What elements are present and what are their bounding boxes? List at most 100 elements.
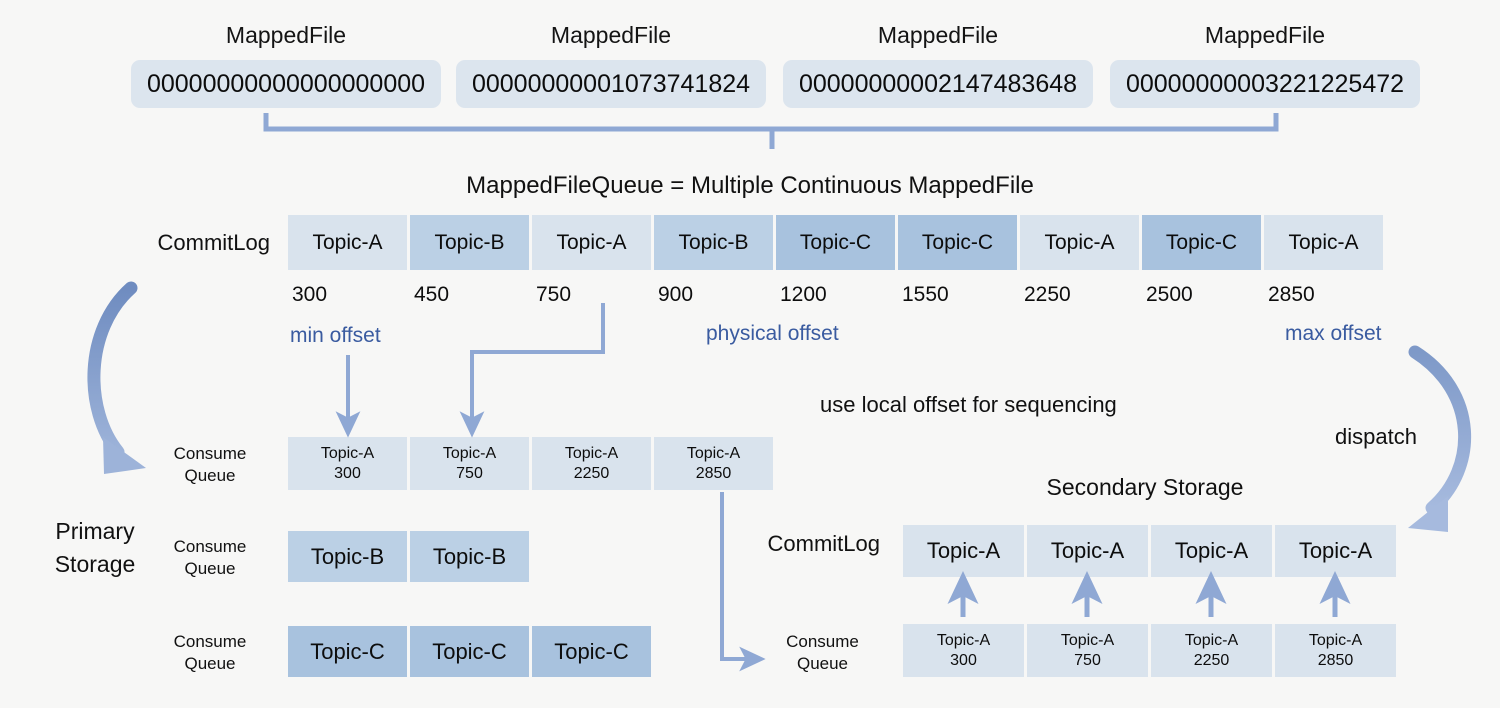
cq-offset: 750: [456, 464, 483, 482]
consume-queue-strip-0: Topic-A 300 Topic-A 750 Topic-A 2250 Top…: [288, 437, 773, 490]
commitlog-cell-6[interactable]: Topic-A: [1020, 215, 1139, 270]
max-offset-label: max offset: [1285, 322, 1382, 345]
cell-separator: [1024, 525, 1027, 577]
offset-value-8: 2850: [1268, 283, 1315, 306]
secondary-commitlog-strip: Topic-A Topic-A Topic-A Topic-A: [903, 525, 1396, 577]
consume-queue-cell-2-0[interactable]: Topic-C: [288, 626, 407, 677]
primary-storage-line2: Storage: [54, 551, 136, 578]
consume-queue-cell-0-2[interactable]: Topic-A 2250: [532, 437, 651, 490]
mappedfile-box-3[interactable]: 00000000003221225472: [1110, 60, 1420, 108]
cq-topic: Topic-A: [320, 445, 375, 463]
consume-queue-label-2: Consume Queue: [150, 631, 270, 675]
secondary-commitlog-label: CommitLog: [767, 531, 880, 556]
consume-queue-to-secondary-arrow: [720, 492, 766, 672]
secondary-consume-label-line2: Queue: [796, 653, 849, 673]
commitlog-row-label: CommitLog: [157, 230, 270, 255]
cell-separator: [1272, 525, 1275, 577]
secondary-consume-cell-1[interactable]: Topic-A 750: [1027, 624, 1148, 677]
secondary-uplink-arrows: [947, 571, 1351, 617]
commitlog-cell-2[interactable]: Topic-A: [532, 215, 651, 270]
secondary-consume-cell-0[interactable]: Topic-A 300: [903, 624, 1024, 677]
cell-separator: [529, 437, 532, 490]
commitlog-cell-5[interactable]: Topic-C: [898, 215, 1017, 270]
cell-separator: [895, 215, 898, 270]
mappedfile-label-1: MappedFile: [550, 22, 672, 48]
cell-separator: [1148, 525, 1151, 577]
secondary-commitlog-cell-1[interactable]: Topic-A: [1027, 525, 1148, 577]
consume-queue-cell-0-0[interactable]: Topic-A 300: [288, 437, 407, 490]
secondary-consume-label: Consume Queue: [760, 631, 885, 675]
commitlog-cell-3[interactable]: Topic-B: [654, 215, 773, 270]
cell-separator: [529, 215, 532, 270]
cell-separator: [529, 626, 532, 677]
commitlog-cell-8[interactable]: Topic-A: [1264, 215, 1383, 270]
primary-dispatch-curve-arrow: [87, 281, 146, 474]
secondary-commitlog-cell-3[interactable]: Topic-A: [1275, 525, 1396, 577]
secondary-consume-label-line1: Consume: [786, 632, 859, 651]
cell-separator: [1024, 624, 1027, 677]
cell-separator: [407, 626, 410, 677]
consume-queue-label-line1: Consume: [173, 537, 247, 556]
consume-queue-cell-2-2[interactable]: Topic-C: [532, 626, 651, 677]
cell-separator: [407, 531, 410, 582]
consume-queue-cell-1-1[interactable]: Topic-B: [410, 531, 529, 582]
offset-value-5: 1550: [902, 283, 949, 306]
consume-queue-label-line2: Queue: [184, 558, 236, 578]
cell-separator: [1017, 215, 1020, 270]
cq-offset: 750: [1074, 651, 1101, 669]
cq-topic: Topic-A: [442, 445, 497, 463]
secondary-commitlog-cell-0[interactable]: Topic-A: [903, 525, 1024, 577]
consume-queue-label-line2: Queue: [184, 465, 236, 485]
secondary-consume-cell-2[interactable]: Topic-A 2250: [1151, 624, 1272, 677]
cq-topic: Topic-A: [686, 445, 741, 463]
mappedfile-bracket: [263, 113, 1279, 149]
mappedfile-label-3: MappedFile: [1204, 22, 1326, 48]
cq-offset: 2850: [695, 464, 732, 482]
mappedfile-label-0: MappedFile: [225, 22, 347, 48]
cq-offset: 2850: [1317, 651, 1354, 669]
offset-value-4: 1200: [780, 283, 827, 306]
mappedfile-box-0[interactable]: 00000000000000000000: [131, 60, 441, 108]
mappedfilequeue-title: MappedFileQueue = Multiple Continuous Ma…: [466, 172, 1034, 199]
commitlog-cell-7[interactable]: Topic-C: [1142, 215, 1261, 270]
secondary-storage-title: Secondary Storage: [1046, 474, 1244, 500]
mappedfile-label-2: MappedFile: [877, 22, 999, 48]
cell-separator: [1139, 215, 1142, 270]
cq-topic: Topic-A: [564, 445, 619, 463]
consume-queue-label-0: Consume Queue: [150, 443, 270, 487]
secondary-consume-cell-3[interactable]: Topic-A 2850: [1275, 624, 1396, 677]
consume-queue-cell-2-1[interactable]: Topic-C: [410, 626, 529, 677]
commitlog-cell-4[interactable]: Topic-C: [776, 215, 895, 270]
mappedfile-box-2[interactable]: 00000000002147483648: [783, 60, 1093, 108]
offset-value-6: 2250: [1024, 283, 1071, 306]
consume-queue-cell-0-3[interactable]: Topic-A 2850: [654, 437, 773, 490]
cq-topic: Topic-A: [1060, 632, 1115, 650]
cell-separator: [1272, 624, 1275, 677]
secondary-consume-strip: Topic-A 300 Topic-A 750 Topic-A 2250 Top…: [903, 624, 1396, 677]
cq-topic: Topic-A: [1184, 632, 1239, 650]
consume-queue-strip-1: Topic-B Topic-B: [288, 531, 529, 582]
commitlog-cell-1[interactable]: Topic-B: [410, 215, 529, 270]
min-offset-label: min offset: [290, 324, 381, 347]
consume-queue-cell-1-0[interactable]: Topic-B: [288, 531, 407, 582]
consume-queue-label-1: Consume Queue: [150, 536, 270, 580]
offset-value-7: 2500: [1146, 283, 1193, 306]
cell-separator: [1261, 215, 1264, 270]
commitlog-cell-0[interactable]: Topic-A: [288, 215, 407, 270]
cell-separator: [407, 437, 410, 490]
secondary-commitlog-cell-2[interactable]: Topic-A: [1151, 525, 1272, 577]
offset-value-0: 300: [292, 283, 328, 306]
consume-queue-cell-0-1[interactable]: Topic-A 750: [410, 437, 529, 490]
cell-separator: [651, 215, 654, 270]
consume-queue-label-line2: Queue: [184, 653, 236, 673]
cq-offset: 300: [334, 464, 361, 482]
primary-storage-label: Primary Storage: [20, 515, 170, 582]
cq-topic: Topic-A: [1308, 632, 1363, 650]
offset-value-2: 750: [536, 283, 572, 306]
physical-offset-label: physical offset: [706, 322, 839, 345]
cq-offset: 2250: [1193, 651, 1230, 669]
cell-separator: [651, 437, 654, 490]
mappedfile-box-1[interactable]: 00000000001073741824: [456, 60, 766, 108]
